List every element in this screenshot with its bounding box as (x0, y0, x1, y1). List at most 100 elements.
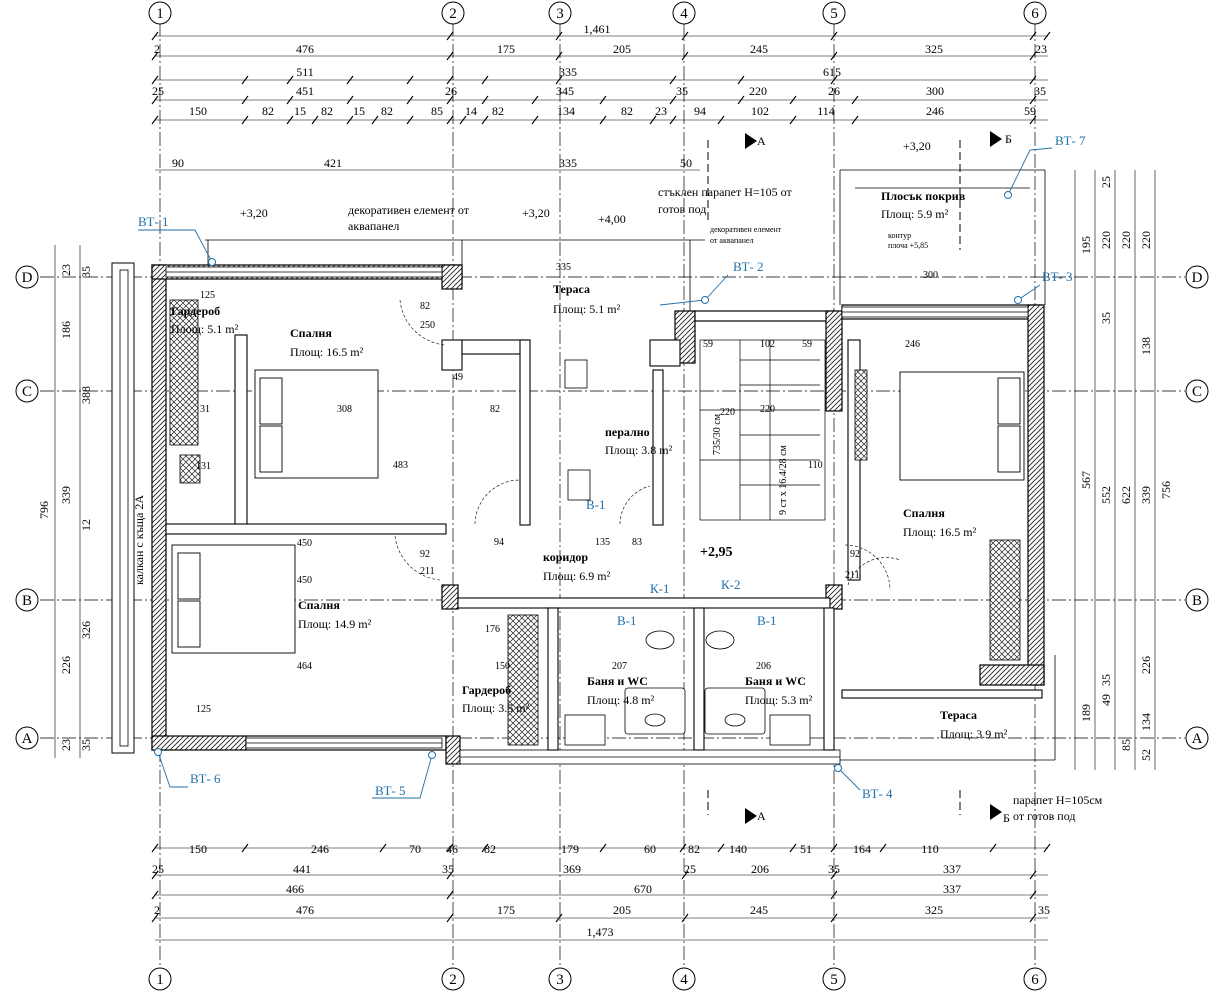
tag-vt-7: ВТ- 7 (1055, 133, 1086, 148)
svg-text:102: 102 (760, 339, 775, 350)
dim-top-r5-0: 90 (172, 156, 184, 170)
dim-right-c2-2: 85 (1119, 739, 1133, 751)
dim-right-c2-0: 220 (1119, 231, 1133, 249)
dim-bot-r4-5: 325 (925, 903, 943, 917)
bottom-dimensions: 150 246 70 46 82 179 60 82 140 51 164 11… (152, 842, 1050, 939)
svg-text:49: 49 (453, 372, 463, 383)
room-name-bath-1: Баня и WC (587, 674, 648, 688)
svg-text:220: 220 (760, 404, 775, 415)
svg-text:211: 211 (845, 570, 860, 581)
room-name-flat-roof: Плосък покрив (881, 189, 966, 203)
room-area-bedroom-1: Площ: 16.5 m² (290, 345, 364, 359)
dim-top-r4-13: 102 (751, 104, 769, 118)
level-3: +4,00 (598, 212, 626, 226)
note-deco-2: декоративен елемент (710, 225, 782, 234)
dim-right-c1-2: 339 (1139, 486, 1153, 504)
section-a-top: А (757, 134, 766, 148)
room-name-bedroom-2: Спалня (298, 598, 340, 612)
section-b-top: Б (1005, 132, 1012, 146)
dim-top-r3-5: 220 (749, 84, 767, 98)
note-stairs: 9 ст х 16.4/28 см (778, 444, 789, 515)
axis-label-left-B: B (22, 593, 32, 609)
dim-top-r1-5: 325 (925, 42, 943, 56)
svg-text:464: 464 (297, 661, 312, 672)
svg-text:176: 176 (485, 624, 500, 635)
dim-top-r1-2: 175 (497, 42, 515, 56)
axis-label-bottom-2: 2 (449, 972, 457, 988)
dim-bot-r4-2: 175 (497, 903, 515, 917)
axis-label-top-2: 2 (449, 6, 457, 22)
svg-text:131: 131 (196, 461, 211, 472)
axis-label-left-C: C (22, 384, 32, 400)
dim-top-r5-1: 421 (324, 156, 342, 170)
room-name-wardrobe-2: Гардероб (462, 683, 511, 697)
dim-top-r1-3: 205 (613, 42, 631, 56)
dim-left-6: 23 (59, 739, 73, 751)
dim-right-c5-1: 35 (1099, 312, 1113, 324)
dim-top-r4-15: 246 (926, 104, 944, 118)
axis-labels: 1 2 3 4 5 6 1 2 3 4 5 6 D C B A D C B A (22, 6, 1203, 988)
dim-top-r3-4: 35 (676, 84, 688, 98)
dim-bot-r2-7: 337 (943, 862, 961, 876)
dim-right-c1-0: 220 (1139, 231, 1153, 249)
dim-right-outer: 756 (1159, 481, 1173, 499)
room-name-wardrobe-1: Гардероб (171, 304, 220, 318)
terrace-outlines (205, 169, 1056, 761)
gable-note: калкан с къща 2А (132, 495, 146, 585)
room-labels: Гардероб Площ: 5.1 m² Спалня Площ: 16.5 … (171, 189, 1008, 741)
section-a-bottom: А (757, 809, 766, 823)
svg-text:450: 450 (297, 538, 312, 549)
axis-label-bottom-4: 4 (680, 972, 688, 988)
beds (171, 369, 1025, 654)
dim-left-5: 226 (59, 656, 73, 674)
axis-label-bottom-1: 1 (156, 972, 164, 988)
dim-bot-r2-6: 35 (828, 862, 840, 876)
dim-top-r1-4: 245 (750, 42, 768, 56)
dim-overall-bottom: 1,473 (587, 925, 614, 939)
axis-label-left-A: A (22, 731, 33, 747)
dimension-lines-top (54, 35, 1156, 941)
svg-text:335: 335 (556, 262, 571, 273)
dim-top-r4-8: 82 (492, 104, 504, 118)
dim-top-r3-8: 35 (1034, 84, 1046, 98)
dim-bot-r4-3: 205 (613, 903, 631, 917)
dim-top-r4-2: 15 (294, 104, 306, 118)
tag-b-1: В-1 (617, 613, 637, 628)
dim-right-c4-2: 189 (1079, 704, 1093, 722)
svg-text:220: 220 (720, 407, 735, 418)
dimension-ticks (151, 31, 1051, 923)
note-contour-b: плоча +5,85 (888, 241, 928, 250)
note-stairs-2: 735/30 см (712, 413, 723, 455)
svg-text:450: 450 (297, 575, 312, 586)
dim-bot-r1-5: 179 (561, 842, 579, 856)
dim-bot-r1-1: 246 (311, 842, 329, 856)
svg-text:31: 31 (200, 404, 210, 415)
tag-vt-4: ВТ- 4 (862, 786, 893, 801)
room-area-corridor: Площ: 6.9 m² (543, 569, 611, 583)
note-deco-1b: аквапанел (348, 219, 399, 233)
note-parapet-bottom: парапет H=105см (1013, 793, 1103, 807)
dim-bot-r4-6: 35 (1038, 903, 1050, 917)
note-deco-1: декоративен елемент от (348, 203, 470, 217)
dim-top-r1-6: 23 (1035, 42, 1047, 56)
room-area-bath-1: Площ: 4.8 m² (587, 693, 655, 707)
dim-top-r1-0: 2 (154, 42, 160, 56)
dim-top-r4-5: 82 (381, 104, 393, 118)
dim-top-r4-6: 85 (431, 104, 443, 118)
dim-top-r1-1: 476 (296, 42, 314, 56)
room-name-laundry: перално (605, 425, 650, 439)
svg-text:82: 82 (420, 301, 430, 312)
level-1: +3,20 (240, 206, 268, 220)
svg-text:59: 59 (802, 339, 812, 350)
dim-top-r4-1: 82 (262, 104, 274, 118)
tag-vt-3: ВТ- 3 (1042, 269, 1073, 284)
right-dimensions: 756 220 138 339 226 134 52 220 622 85 22… (1079, 176, 1173, 761)
tag-vt-6: ВТ- 6 (190, 771, 221, 786)
dim-bot-r1-8: 140 (729, 842, 747, 856)
dim-top-r4-11: 23 (655, 104, 667, 118)
svg-text:110: 110 (808, 460, 823, 471)
dim-bot-r4-4: 245 (750, 903, 768, 917)
axis-label-right-D: D (1192, 270, 1203, 286)
interior-annotations: 125 82 250 308 31 131 483 49 82 450 450 … (196, 262, 938, 715)
dim-left-0: 23 (59, 264, 73, 276)
